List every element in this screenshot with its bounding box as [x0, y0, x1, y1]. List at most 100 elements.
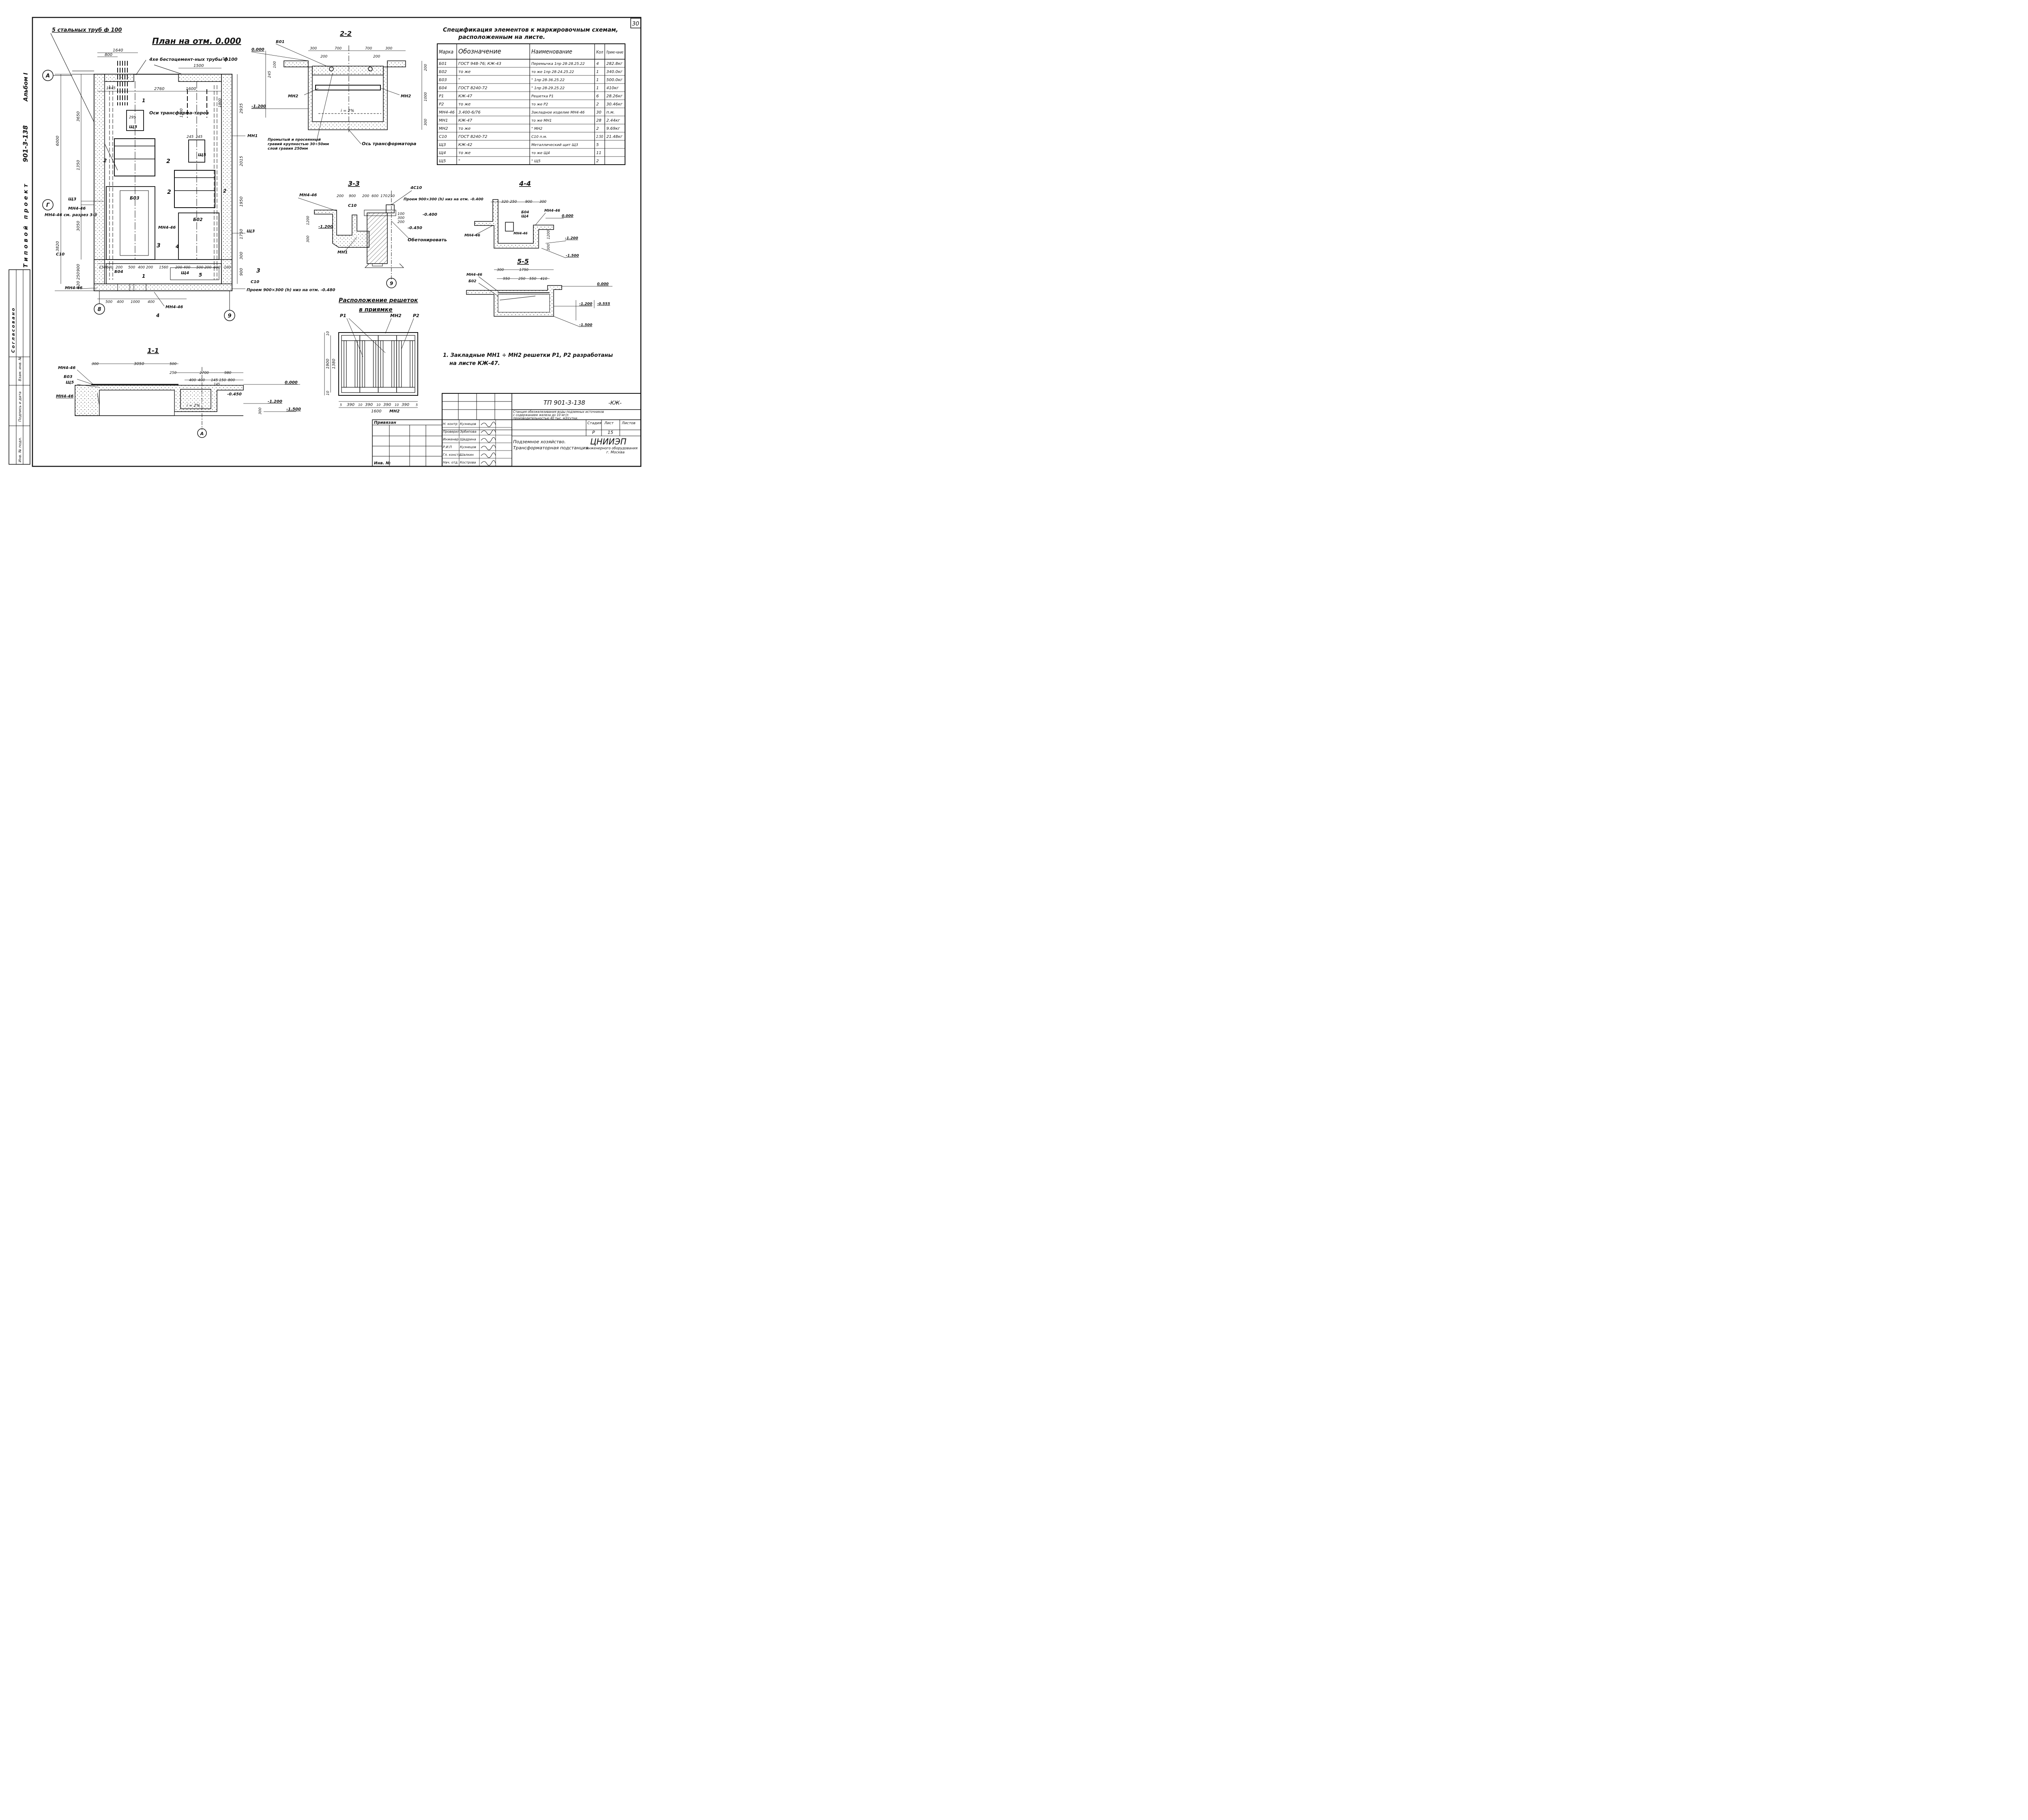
spec-cell-10-1: КЖ-42 — [458, 143, 472, 147]
section-2-2-title: 2-2 — [340, 30, 352, 37]
spec-cell-3-4: 410кг — [606, 86, 619, 90]
grate-bar-1a — [362, 340, 365, 388]
plan-dim-bottom-600b: 600 — [213, 266, 220, 270]
spec-title-1: Спецификация элементов к маркировочным с… — [443, 27, 618, 33]
grate-bar-0b — [354, 340, 358, 388]
tb-inv: Инв. № — [374, 461, 391, 466]
s11-label-shch5: Щ5 — [66, 380, 74, 385]
plan-dim-bottom-600a: 600 — [106, 266, 113, 270]
plan-dim-right-1950: 1950 — [239, 197, 244, 207]
spec-cell-0-0: Б01 — [439, 62, 447, 66]
spec-title-2: расположенным на листе. — [458, 34, 545, 41]
s33-dim-300b: 300 — [397, 216, 404, 220]
plan-label-c10: С10 — [56, 252, 64, 257]
cut-2-right: 2 — [223, 188, 226, 194]
plan-dim-right-300: 300 — [239, 252, 244, 260]
s33-label-4c10: 4С10 — [410, 186, 422, 190]
plan-dim-top-2760: 2760 — [154, 87, 164, 91]
tb-name-2: Щедрина — [460, 438, 476, 441]
sheet-number: 30 — [632, 21, 639, 27]
plan-dim-right-900: 900 — [239, 268, 244, 276]
tb-suffix: -КЖ- — [608, 400, 622, 406]
grates-total: 1600 — [371, 409, 381, 414]
grates-dim-bottom-0: 5 — [340, 403, 342, 407]
plan-dim-left-6000: 6000 — [56, 136, 60, 146]
s11-label-mn4-46-top: МН4-46 — [58, 366, 75, 370]
section-5-5: 5-5 МН4-46 Б02 300 1750 950 250 550 410 … — [466, 258, 612, 327]
tb-desc-1: Станция обезжелезивания воды подземных и… — [513, 410, 604, 414]
grate-bar-3a — [399, 340, 402, 388]
s44-level-1200: -1.200 — [565, 236, 578, 240]
grate-bar-2a — [380, 340, 384, 388]
grates-dim-bottom-4: 10 — [376, 403, 380, 407]
grates-label-mn2: МН2 — [390, 313, 402, 318]
s11-dim-300: 300 — [92, 362, 99, 366]
grates-dim-bottom-2: 10 — [358, 403, 362, 407]
tb-org-2: инженерного оборудования — [586, 446, 638, 451]
s11-dim-250: 250 — [170, 371, 176, 375]
spec-cell-11-0: Щ4 — [439, 151, 446, 155]
plan-dim-bottom-500a: 500 — [128, 266, 135, 270]
s33-dim-200b: 200 — [362, 194, 369, 198]
spec-cell-4-0: Р1 — [439, 94, 444, 99]
plan-dim-bottom-500b: 500 — [196, 266, 203, 270]
s33-dim-300: 300 — [306, 236, 310, 243]
section-1-1-title: 1-1 — [147, 347, 159, 354]
spec-cell-8-0: МН2 — [439, 127, 448, 131]
sheet-frame: 30 — [32, 17, 642, 467]
plan-label-mn4-46-left: МН4-46 — [68, 206, 86, 211]
spec-cell-1-4: 340.0кг — [606, 70, 623, 74]
s33-dim-1200: 1200 — [306, 216, 310, 225]
s22-dim-300c: 300 — [424, 119, 428, 126]
grates-dim-bottom-6: 10 — [395, 403, 399, 407]
grates-plan: Расположение решеток в приямке Р1 МН2 Р2… — [324, 297, 419, 414]
s33-label-concrete: Обетонировать — [408, 237, 447, 243]
grates-dim-10b: 10 — [326, 391, 330, 395]
s22-dim-700a: 700 — [335, 47, 342, 51]
spec-header-0: Марка — [439, 49, 453, 55]
plan-dim-bottom-100: 100 — [224, 266, 231, 270]
s33-dim-250: 250 — [388, 194, 395, 198]
plan-dim-295: 295 — [129, 116, 136, 120]
note-line-1: 1. Закладные МН1 ÷ МН2 решетки Р1, Р2 ра… — [443, 352, 613, 358]
s11-dim-400b: 400 — [198, 378, 205, 382]
s44-level-1500: -1.500 — [566, 254, 579, 258]
grates-dim-bottom-3: 390 — [365, 403, 373, 407]
spec-cell-11-3: 11 — [596, 151, 602, 155]
s33-dim-200a: 200 — [337, 194, 344, 198]
plan-dim-245: 245 — [187, 135, 193, 139]
tb-desc-2: с содержанием железа до 10 мг/л — [513, 413, 569, 417]
plan-dim-1700: 1700 — [180, 108, 184, 118]
stamp-label-1: Инв. № подл. — [18, 437, 22, 462]
s55-label-b02: Б02 — [468, 279, 476, 283]
spec-cell-0-2: Перемычка 1пр 28-28.25.22 — [531, 62, 585, 66]
s44-label-shch4: Щ4 — [521, 215, 528, 219]
spec-cell-2-3: 1 — [596, 78, 599, 82]
s22-level-top: 0.000 — [251, 47, 264, 52]
spec-cell-12-2: " Щ5 — [531, 159, 541, 163]
s44-label-mn4-46-mid: МН4-46 — [513, 232, 528, 235]
s55-dim-1750: 1750 — [519, 268, 528, 272]
cut-2-lower: 2 — [167, 189, 171, 195]
s11-label-mn4-46-bottom: МН4-46 — [56, 394, 73, 399]
grates-dim-1900: 1900 — [326, 359, 330, 369]
general-note: 1. Закладные МН1 ÷ МН2 решетки Р1, Р2 ра… — [443, 352, 613, 367]
stamp-label-3: Взам. инв. № — [18, 356, 22, 381]
plan-label-shch3-right: Щ3 — [247, 229, 255, 234]
grates-dim-10a: 10 — [326, 331, 330, 336]
spec-cell-4-3: 6 — [596, 94, 599, 99]
s44-level-0: 0.000 — [562, 214, 573, 218]
grates-label-p2: Р2 — [413, 313, 419, 318]
spec-cell-3-0: Б04 — [439, 86, 447, 90]
plan-label-shch5: Щ5 — [198, 153, 206, 157]
tb-col-sheets: Листов — [621, 421, 636, 425]
spec-cell-6-3: 30 — [596, 110, 602, 115]
grate-bar-3b — [410, 340, 413, 388]
plan-dim-bottom-200a: 200 — [116, 266, 122, 270]
s22-axis-note: Ось трансформатора — [362, 141, 416, 146]
tb-signature-3 — [481, 445, 496, 450]
section-5-5-title: 5-5 — [517, 258, 529, 265]
s33-dim-170: 170 — [380, 194, 387, 198]
s22-dim-300a: 300 — [310, 47, 317, 51]
plan-dim-bottom-1000: 1000 — [131, 300, 140, 304]
